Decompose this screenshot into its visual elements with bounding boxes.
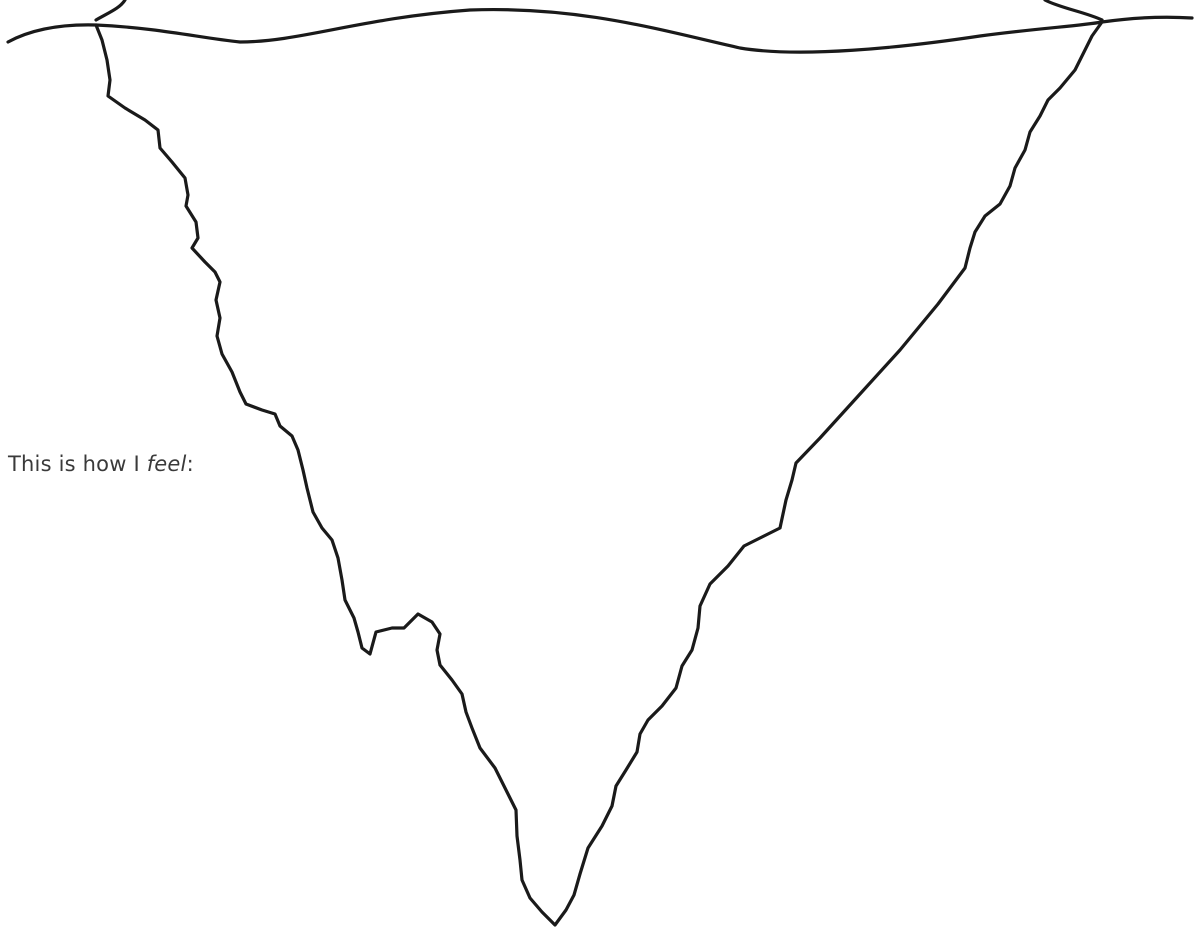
iceberg-underwater-outline [96,22,1102,925]
feelings-prompt-label: This is how I feel: [8,452,194,476]
prompt-emphasis-text: feel [147,452,187,476]
water-line [8,10,1192,53]
prompt-lead-text: This is how I [8,452,147,476]
prompt-trail-text: : [187,452,194,476]
